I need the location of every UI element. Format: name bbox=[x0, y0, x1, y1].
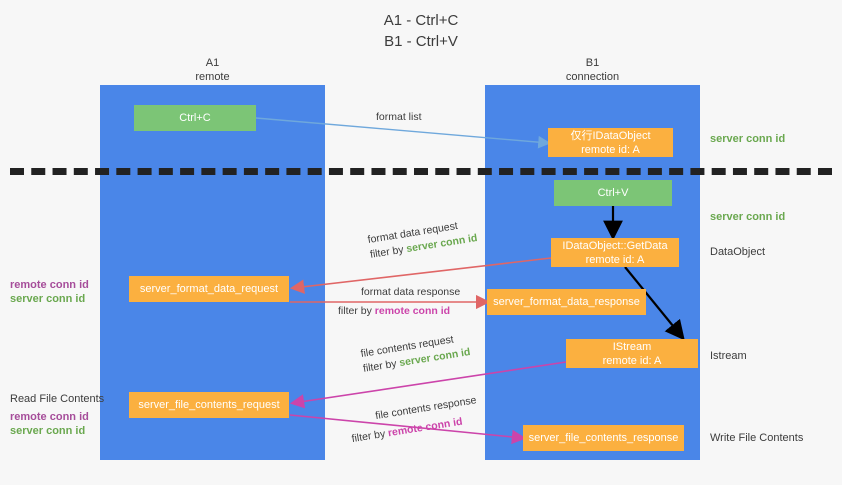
node-ctrl-c[interactable]: Ctrl+C bbox=[134, 105, 256, 131]
label-file-remote-conn-id: remote conn id bbox=[10, 411, 89, 423]
label-server-conn-id-mid: server conn id bbox=[710, 211, 786, 223]
edge-format-data-response-line2: filter by bbox=[338, 305, 375, 317]
edge-label-format-data-response: format data response filter by remote co… bbox=[338, 285, 461, 319]
label-format-conn-group: remote conn id server conn id bbox=[10, 278, 89, 306]
edge-format-list-line1: format list bbox=[376, 111, 422, 123]
edge-label-file-contents-response: file contents response filter by remote … bbox=[351, 393, 480, 445]
label-write-file-contents: Write File Contents bbox=[710, 432, 804, 444]
lane-title-a1: A1 remote bbox=[195, 57, 230, 83]
edge-label-file-contents-request: file contents request filter by server c… bbox=[360, 330, 472, 377]
edge-file-contents-response-line2: filter by bbox=[350, 427, 389, 446]
node-server-file-contents-response[interactable]: server_file_contents_response bbox=[523, 425, 684, 451]
label-file-conn-group: remote conn id server conn id bbox=[10, 410, 89, 438]
label-format-server-conn-id: server conn id bbox=[10, 293, 86, 305]
node-server-format-data-response[interactable]: server_format_data_response bbox=[487, 289, 646, 315]
label-server-conn-id-top: server conn id bbox=[710, 133, 786, 145]
label-read-file-contents: Read File Contents bbox=[10, 393, 105, 405]
diagram-title: A1 - Ctrl+C B1 - Ctrl+V bbox=[383, 12, 459, 50]
label-istream: Istream bbox=[710, 350, 747, 362]
edge-format-data-response-line1: format data response bbox=[361, 286, 461, 298]
node-server-file-contents-request[interactable]: server_file_contents_request bbox=[129, 392, 289, 418]
edge-format-data-response-highlight: remote conn id bbox=[374, 305, 451, 317]
node-server-format-data-request[interactable]: server_format_data_request bbox=[129, 276, 289, 302]
node-idataobject-getdata[interactable]: IDataObject::GetData remote id: A bbox=[551, 238, 679, 267]
label-format-remote-conn-id: remote conn id bbox=[10, 279, 89, 291]
lane-title-b1: B1 connection bbox=[565, 57, 620, 83]
node-istream[interactable]: IStream remote id: A bbox=[566, 339, 698, 368]
edge-label-format-data-request: format data request filter by server con… bbox=[367, 216, 479, 263]
label-dataobject: DataObject bbox=[710, 246, 766, 258]
phase-divider bbox=[10, 168, 832, 175]
edge-label-format-list: format list bbox=[376, 110, 422, 125]
node-ctrl-v[interactable]: Ctrl+V bbox=[554, 180, 672, 206]
label-file-server-conn-id: server conn id bbox=[10, 425, 86, 437]
node-idataobject-top[interactable]: 仅行IDataObject remote id: A bbox=[548, 128, 673, 157]
